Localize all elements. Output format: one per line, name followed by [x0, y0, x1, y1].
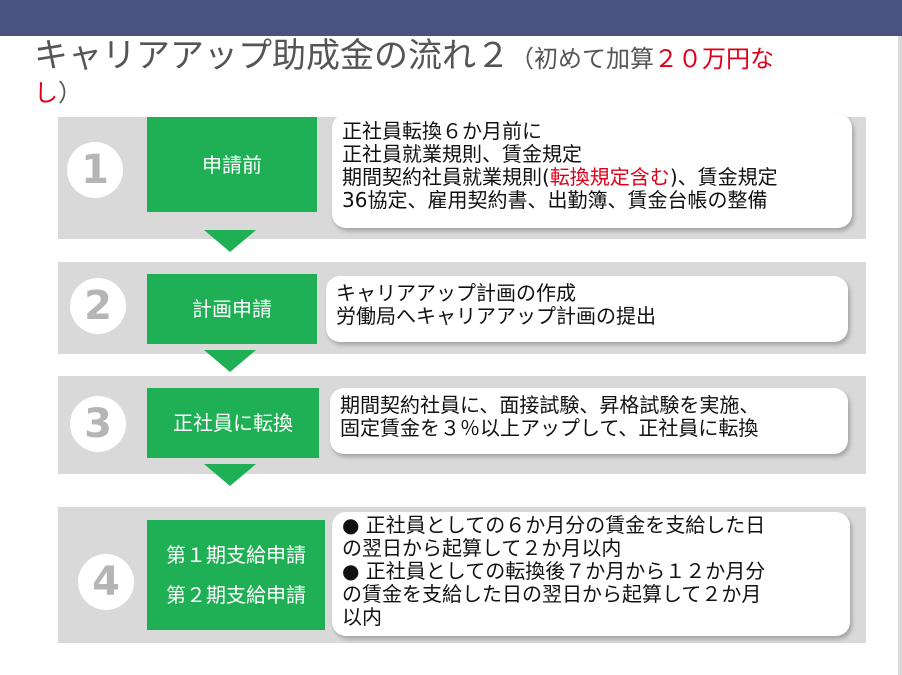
- title-highlight: ２０万円な: [654, 45, 774, 73]
- step-4-label-text-2: 第２期支給申請: [166, 583, 306, 607]
- step-2-arrow: [204, 350, 256, 372]
- page-title: キャリアアップ助成金の流れ２（初めて加算２０万円な: [34, 34, 894, 81]
- title-main: キャリアアップ助成金の流れ２: [34, 36, 510, 76]
- step-2-line-2: 労働局へキャリアアップ計画の提出: [336, 304, 656, 328]
- step-1-line-1: 正社員転換６か月前に: [342, 119, 542, 143]
- step-1-text-box: 正社員転換６か月前に 正社員就業規則、賃金規定 期間契約社員就業規則(転換規定含…: [332, 114, 852, 228]
- step-2-text-box: キャリアアップ計画の作成 労働局へキャリアアップ計画の提出: [326, 276, 848, 342]
- page-title-line2: し）: [34, 78, 82, 108]
- title-highlight-2: し: [34, 79, 58, 107]
- step-1-arrow: [204, 230, 256, 252]
- step-3-text-box: 期間契約社員に、面接試験、昇格試験を実施、 固定賃金を３％以上アップして、正社員…: [330, 388, 848, 454]
- step-4-label: 第１期支給申請 第２期支給申請: [147, 520, 325, 630]
- step-4-line-2: の翌日から起算して２か月以内: [342, 536, 622, 560]
- right-edge-bar: [898, 36, 902, 675]
- step-3-number: 3: [70, 396, 126, 452]
- step-1-label: 申請前: [147, 117, 317, 212]
- step-2-number: 2: [70, 278, 126, 334]
- step-2-line-1: キャリアアップ計画の作成: [336, 281, 576, 305]
- step-1-line-4: 36協定、雇用契約書、出勤簿、賃金台帳の整備: [342, 188, 768, 212]
- step-4-number: 4: [78, 554, 134, 610]
- step-1-label-text: 申請前: [202, 152, 262, 177]
- step-4-label-text-1: 第１期支給申請: [166, 543, 306, 567]
- title-paren-open: （初めて加算: [510, 45, 654, 73]
- step-2-label-text: 計画申請: [192, 297, 272, 321]
- step-1-line-3: 期間契約社員就業規則(転換規定含む)、賃金規定: [342, 165, 778, 189]
- step-4-line-5: 以内: [342, 605, 382, 629]
- step-3-arrow: [204, 464, 256, 486]
- title-paren-close: ）: [58, 79, 82, 107]
- step-4-line-3: ● 正社員としての転換後７か月から１２か月分: [342, 559, 766, 583]
- step-2-label: 計画申請: [147, 274, 317, 344]
- step-3-label-text: 正社員に転換: [173, 411, 293, 435]
- step-4-text-box: ● 正社員としての６か月分の賃金を支給した日 の翌日から起算して２か月以内 ● …: [332, 512, 850, 636]
- step-3-line-1: 期間契約社員に、面接試験、昇格試験を実施、: [340, 393, 760, 417]
- step-1-number: 1: [67, 142, 123, 198]
- top-header-bar: [0, 0, 902, 36]
- step-4-line-4: の賃金を支給した日の翌日から起算して２か月: [342, 582, 762, 606]
- step-3-label: 正社員に転換: [147, 388, 319, 458]
- step-4-line-1: ● 正社員としての６か月分の賃金を支給した日: [342, 513, 766, 537]
- step-1-line-2: 正社員就業規則、賃金規定: [342, 142, 582, 166]
- step-3-line-2: 固定賃金を３％以上アップして、正社員に転換: [340, 416, 759, 440]
- conversion-rule-highlight: 転換規定含む: [549, 165, 670, 189]
